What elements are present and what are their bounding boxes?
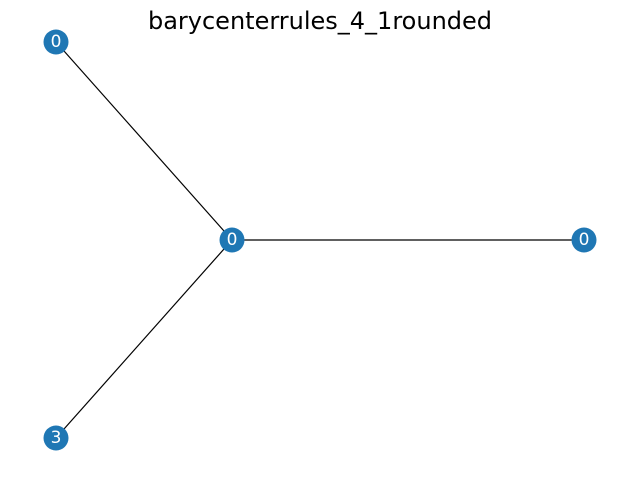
nodes-layer: 0 0 0 3 <box>43 29 597 451</box>
node-right-label: 0 <box>579 230 590 250</box>
node-center-label: 0 <box>227 230 238 250</box>
node-top-left: 0 <box>43 29 69 55</box>
node-bottom-left-label: 3 <box>51 428 62 448</box>
node-right-circle <box>571 227 597 253</box>
node-center: 0 <box>219 227 245 253</box>
edges-layer <box>55 41 584 439</box>
edge-center-top-left <box>55 41 233 241</box>
node-bottom-left-circle <box>43 425 69 451</box>
node-top-left-circle <box>43 29 69 55</box>
node-right: 0 <box>571 227 597 253</box>
node-top-left-label: 0 <box>51 32 62 52</box>
diagram-title: barycenterrules_4_1rounded <box>147 7 493 35</box>
edge-center-bottom-left <box>55 239 233 439</box>
node-center-circle <box>219 227 245 253</box>
node-bottom-left: 3 <box>43 425 69 451</box>
